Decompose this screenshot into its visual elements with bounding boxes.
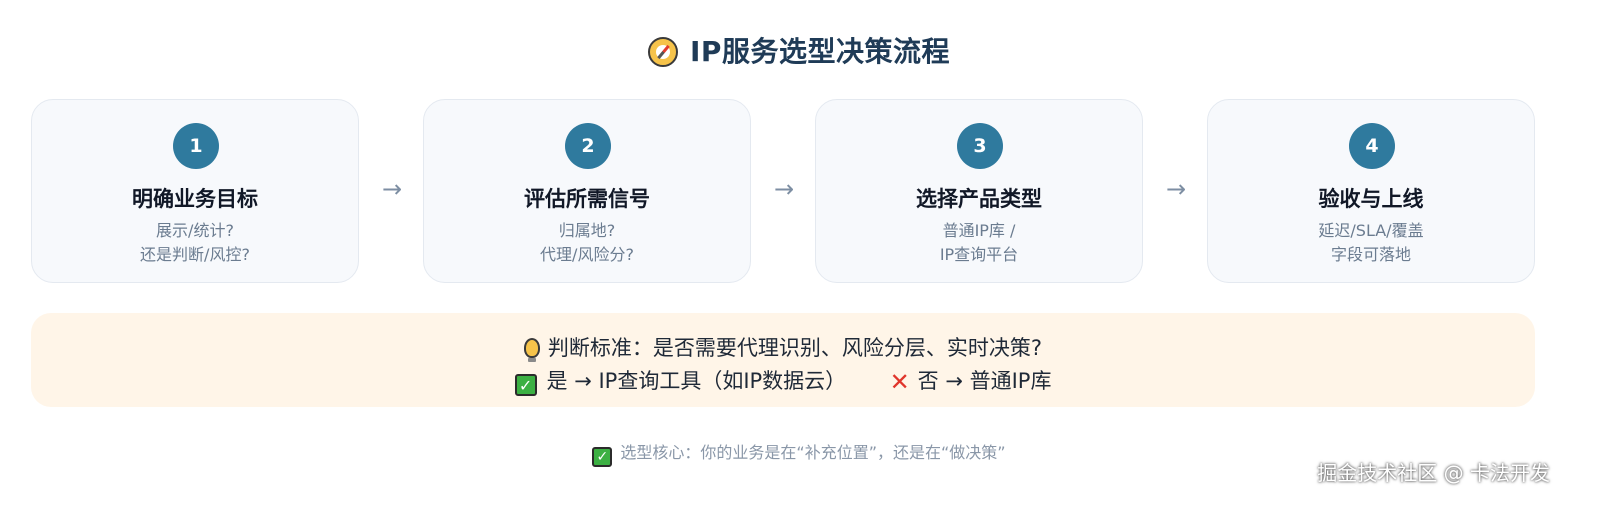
criteria-yes: 是 → IP查询工具（如IP数据云） (546, 369, 847, 393)
step-title: 选择产品类型 (916, 187, 1042, 211)
flow-arrow: → (1165, 175, 1187, 203)
check-mark-icon: ✓ (592, 447, 613, 467)
step-title: 评估所需信号 (524, 187, 650, 211)
step-detail-line: 字段可落地 (1330, 245, 1411, 264)
step-card-3: 3 选择产品类型 普通IP库 / IP查询平台 (815, 99, 1143, 283)
flow-arrow: → (381, 175, 403, 203)
step-title: 明确业务目标 (132, 187, 258, 211)
check-mark-icon: ✓ (514, 374, 537, 396)
title-text: IP服务选型决策流程 (690, 35, 950, 68)
step-detail-line: 代理/风险分? (540, 245, 634, 264)
compass-icon (648, 37, 679, 67)
step-card-1: 1 明确业务目标 展示/统计? 还是判断/风控? (31, 99, 359, 283)
decision-criteria-panel: 判断标准：是否需要代理识别、风险分层、实时决策? ✓ 是 → IP查询工具（如IP… (31, 313, 1535, 407)
step-title: 验收与上线 (1318, 187, 1424, 211)
step-detail-line: 还是判断/风控? (140, 245, 250, 264)
step-detail-line: 展示/统计? (156, 221, 234, 240)
criteria-question-line: 判断标准：是否需要代理识别、风险分层、实时决策? (31, 332, 1535, 362)
lightbulb-icon (523, 338, 540, 362)
step-number-badge: 3 (957, 123, 1003, 169)
step-number-badge: 2 (565, 123, 611, 169)
flow-arrow: → (773, 175, 795, 203)
criteria-answer-line: ✓ 是 → IP查询工具（如IP数据云） ✕ 否 → 普通IP库 (31, 365, 1535, 396)
step-card-4: 4 验收与上线 延迟/SLA/覆盖 字段可落地 (1207, 99, 1535, 283)
diagram-title: IP服务选型决策流程 (0, 30, 1598, 70)
step-card-2: 2 评估所需信号 归属地? 代理/风险分? (423, 99, 751, 283)
step-number-badge: 4 (1349, 123, 1395, 169)
step-detail-line: 延迟/SLA/覆盖 (1318, 221, 1424, 240)
criteria-no: 否 → 普通IP库 (917, 369, 1052, 393)
core-principle-text: 选型核心：你的业务是在“补充位置”，还是在“做决策” (620, 443, 1006, 462)
process-steps: 1 明确业务目标 展示/统计? 还是判断/风控? → 2 评估所需信号 归属地?… (31, 99, 1567, 285)
cross-mark-icon: ✕ (889, 368, 910, 396)
step-detail-line: IP查询平台 (939, 245, 1019, 264)
step-detail-line: 归属地? (558, 221, 616, 240)
step-detail-line: 普通IP库 / (942, 221, 1016, 240)
criteria-question: 判断标准：是否需要代理识别、风险分层、实时决策? (547, 336, 1043, 360)
core-principle: ✓ 选型核心：你的业务是在“补充位置”，还是在“做决策” (0, 439, 1598, 467)
step-number-badge: 1 (173, 123, 219, 169)
watermark: 掘金技术社区 @ 卡法开发 (1317, 461, 1550, 485)
